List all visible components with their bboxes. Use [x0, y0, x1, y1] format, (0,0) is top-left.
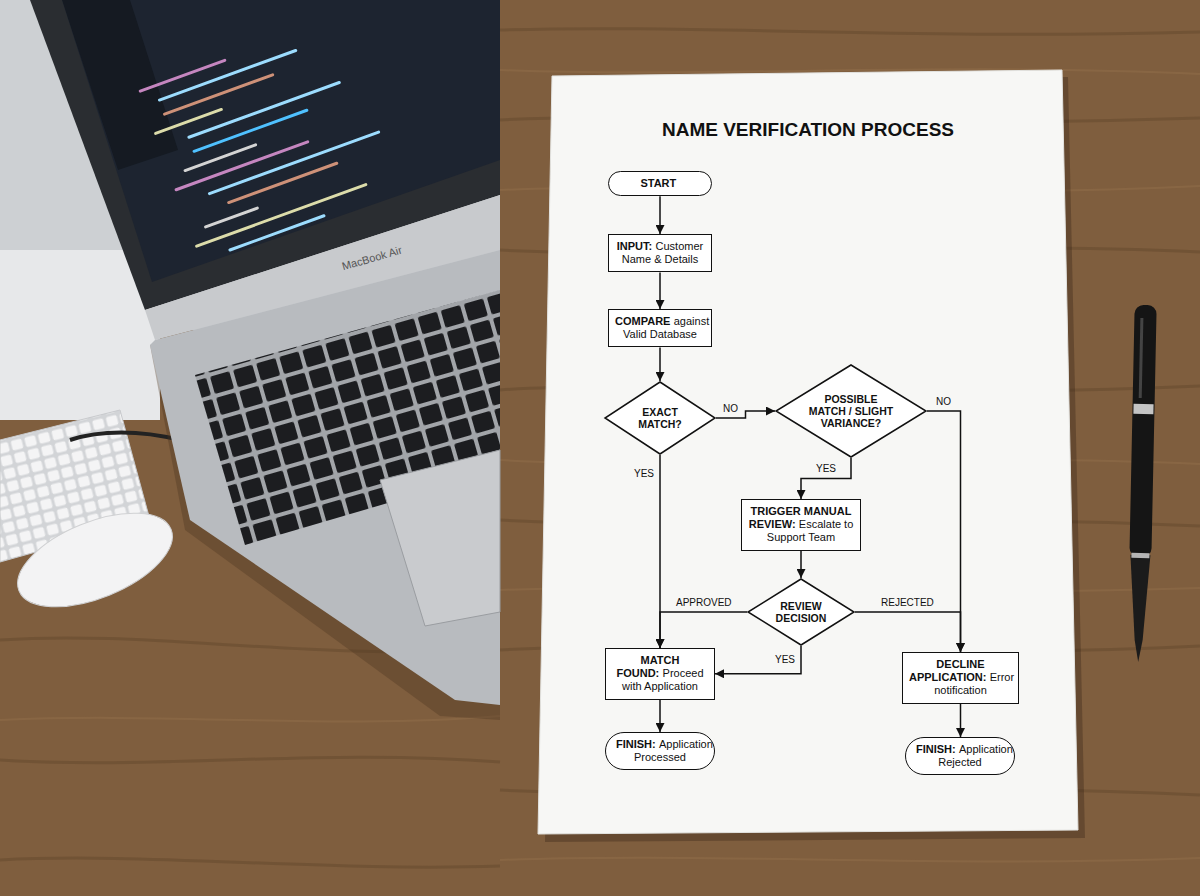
flow-arrow: [659, 196, 661, 234]
flow-arrow: [715, 646, 801, 674]
process-box: MATCH FOUND:Proceed with Application: [605, 648, 715, 700]
node-heading: INPUT:: [617, 240, 652, 252]
diamond-shape: [776, 365, 926, 457]
trackpad: [380, 450, 500, 626]
edge-label: YES: [632, 468, 656, 480]
decision-text: REVIEW DECISION: [776, 600, 827, 624]
flow-arrow: [800, 551, 802, 578]
decision-diamond: EXACT MATCH?: [604, 381, 716, 455]
laptop-base: [150, 250, 500, 705]
decision-diamond: REVIEW DECISION: [747, 578, 855, 646]
diamond-shape: [748, 579, 854, 645]
diamond-text: EXACT MATCH?: [625, 406, 695, 430]
edge-label: YES: [814, 463, 838, 475]
decision-text: EXACT MATCH?: [638, 406, 682, 430]
edge-label: REJECTED: [879, 597, 936, 609]
terminal-pill: FINISH:Application Rejected: [905, 737, 1015, 775]
terminal-pill: FINISH:Application Processed: [605, 732, 715, 770]
node-heading: START: [640, 177, 676, 189]
node-heading: FINISH:: [916, 743, 956, 755]
pen: [1127, 305, 1156, 662]
process-box: DECLINE APPLICATION:Error notification: [902, 652, 1019, 704]
flow-arrow: [659, 700, 661, 732]
node-heading: COMPARE: [615, 315, 670, 327]
diamond-shape: [605, 382, 715, 454]
wood-grain-light: [0, 69, 1200, 861]
paper-sheet: [538, 70, 1078, 834]
node-heading: DECLINE APPLICATION:: [909, 658, 986, 683]
flow-arrow: [960, 704, 962, 737]
decision-diamond: POSSIBLE MATCH / SLIGHT VARIANCE?: [775, 364, 927, 458]
process-box: TRIGGER MANUAL REVIEW:Escalate to Suppor…: [741, 499, 861, 551]
flow-arrow: [660, 612, 747, 648]
node-heading: FINISH:: [616, 738, 656, 750]
mouse: [5, 494, 186, 626]
edge-label: NO: [934, 396, 953, 408]
cable: [70, 433, 180, 441]
diamond-text: REVIEW DECISION: [769, 600, 833, 624]
flow-arrow: [659, 347, 661, 381]
edge-label: YES: [773, 654, 797, 666]
edge-label: APPROVED: [674, 597, 734, 609]
process-box: INPUT:Customer Name & Details: [608, 234, 712, 272]
flow-arrow: [855, 612, 961, 652]
diagram-title: NAME VERIFICATION PROCESS: [608, 119, 1008, 141]
process-box: COMPAREagainst Valid Database: [608, 309, 712, 347]
flow-arrow: [659, 272, 661, 309]
flow-arrow: [927, 411, 961, 652]
edge-label: NO: [721, 403, 740, 415]
flow-arrow: [801, 458, 851, 499]
diamond-text: POSSIBLE MATCH / SLIGHT VARIANCE?: [807, 393, 895, 429]
decision-text: POSSIBLE MATCH / SLIGHT VARIANCE?: [809, 393, 893, 429]
terminal-pill: START: [608, 171, 712, 196]
